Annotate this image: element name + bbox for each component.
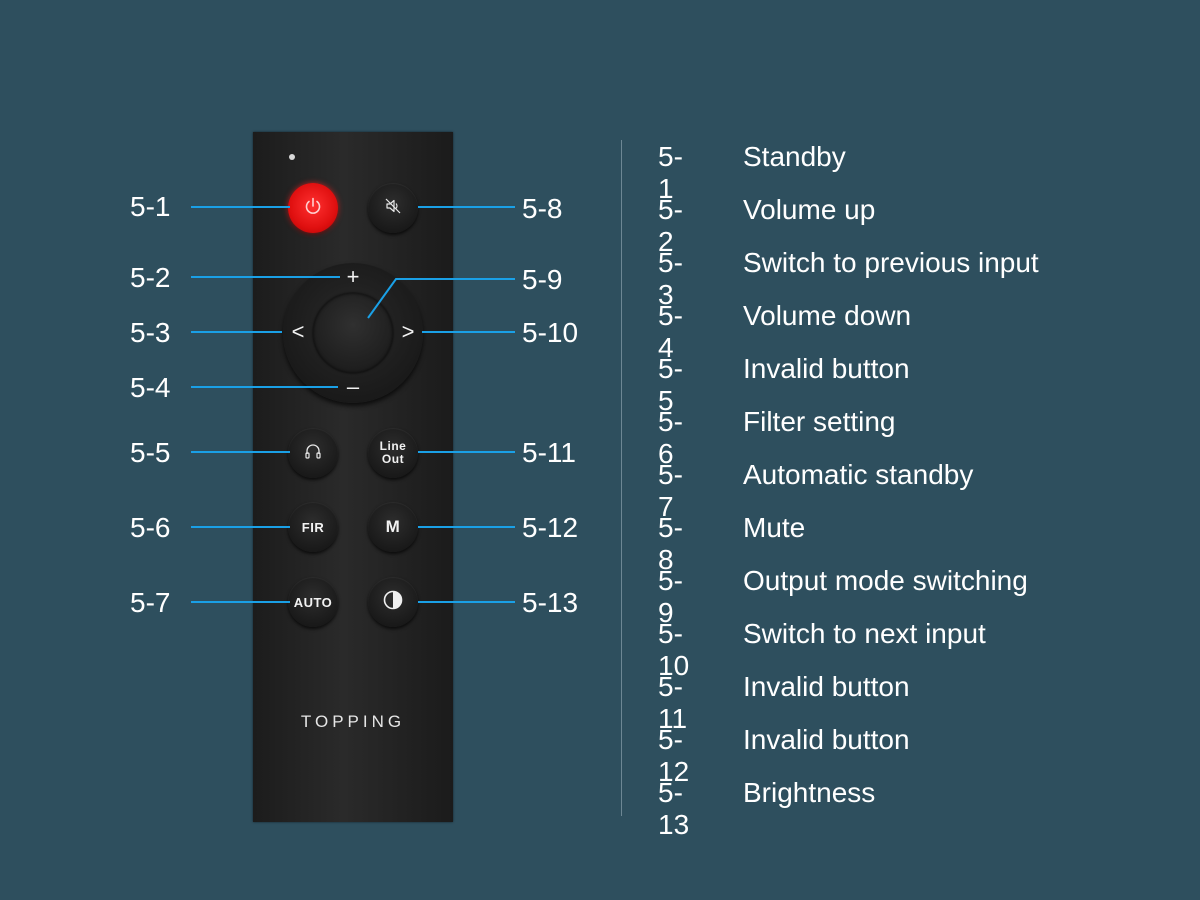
chevron-left-icon: < [291,319,305,344]
previous-input-button[interactable]: < [283,317,313,347]
legend-description: Standby [743,141,846,172]
legend-id: 5-10 [658,618,690,681]
leader-line [367,278,515,319]
legend-description: Invalid button [743,671,910,702]
auto-standby-button[interactable]: AUTO [288,577,338,627]
legend-id: 5-5 [658,353,683,416]
plus-symbol: + [346,264,360,289]
volume-up-button[interactable]: + [338,262,368,292]
callout-5-10: 5-10 [522,317,579,348]
callout-5-6: 5-6 [130,512,171,543]
callout-5-5: 5-5 [130,437,171,468]
auto-label: AUTO [293,594,333,610]
legend-id: 5-1 [658,141,683,204]
legend-id: 5-7 [658,459,683,522]
legend-id: 5-9 [658,565,683,628]
headphone-icon [303,441,323,466]
line-text: Line [379,439,407,453]
legend-id: 5-2 [658,194,683,257]
legend-description: Brightness [743,777,876,808]
legend-description: Volume down [743,300,912,331]
filter-button[interactable]: FIR [288,502,338,552]
legend-id: 5-13 [658,777,690,840]
brand-logo: TOPPING [300,712,406,731]
chevron-right-icon: > [401,319,415,344]
legend-description: Filter setting [743,406,896,437]
ir-indicator-dot [289,154,295,160]
legend-id: 5-8 [658,512,683,575]
legend-id: 5-4 [658,300,683,363]
legend-description: Invalid button [743,353,910,384]
legend-description: Volume up [743,194,876,225]
callout-5-12: 5-12 [522,512,579,543]
legend-description: Switch to next input [743,618,986,649]
legend-id: 5-11 [658,671,688,734]
headphone-button[interactable] [288,428,338,478]
volume-down-button[interactable]: – [338,372,368,402]
divider-line [621,140,622,816]
callout-5-7: 5-7 [130,587,171,618]
mute-icon [383,196,403,221]
callout-5-11: 5-11 [522,437,576,468]
next-input-button[interactable]: > [393,317,423,347]
legend-description: Switch to previous input [743,247,1039,278]
m-button[interactable]: M [368,502,418,552]
legend-description: Output mode switching [743,565,1028,596]
line-out-label: Line Out [380,440,407,466]
minus-symbol: – [346,374,360,399]
legend-description: Invalid button [743,724,910,755]
legend-id: 5-3 [658,247,683,310]
legend-description: Mute [743,512,806,543]
legend-id: 5-12 [658,724,690,787]
callout-5-3: 5-3 [130,317,171,348]
standby-button[interactable] [288,183,338,233]
output-mode-button[interactable] [313,293,393,373]
fir-label: FIR [301,519,325,535]
callout-5-13: 5-13 [522,587,579,618]
power-icon [303,196,323,221]
mute-button[interactable] [368,183,418,233]
m-label: M [385,517,401,536]
brightness-button[interactable] [368,577,418,627]
out-text: Out [381,452,405,466]
callout-5-4: 5-4 [130,372,171,403]
callout-5-2: 5-2 [130,262,171,293]
line-out-button[interactable]: Line Out [368,428,418,478]
callout-5-9: 5-9 [522,264,563,295]
callout-5-8: 5-8 [522,193,563,224]
remote-control-body [253,132,453,822]
brightness-icon [382,589,404,616]
legend-id: 5-6 [658,406,683,469]
legend-description: Automatic standby [743,459,974,490]
callout-5-1: 5-1 [130,191,171,222]
